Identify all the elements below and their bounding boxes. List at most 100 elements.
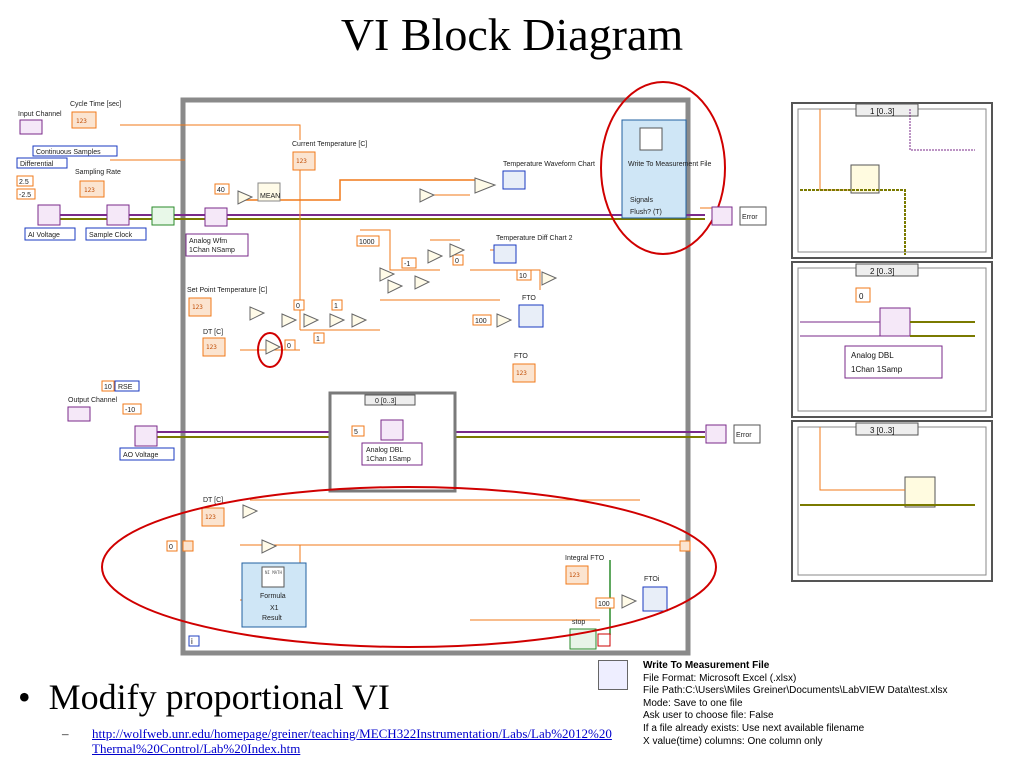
subtract-node-2[interactable]: [249, 306, 266, 321]
daqmx-read-node[interactable]: [204, 207, 228, 227]
sequence-frame-3-selector[interactable]: [855, 422, 919, 436]
sequence-frame-1-selector[interactable]: [855, 103, 919, 117]
multiply-node-b[interactable]: [387, 279, 404, 294]
analog-wfm-selector[interactable]: Analog Wfm 1Chan NSamp: [185, 233, 249, 257]
waveform-chart-terminal[interactable]: [502, 170, 526, 190]
continuous-samples-ring[interactable]: Continuous Samples: [32, 145, 118, 157]
daqmx-create-ao-node[interactable]: [134, 425, 158, 447]
daqmx-clear-node[interactable]: [711, 206, 733, 226]
scale-node[interactable]: [541, 271, 558, 286]
analog-dbl-2-box[interactable]: [844, 345, 943, 379]
vmin-box[interactable]: [16, 188, 36, 200]
shift-register-right[interactable]: [679, 540, 691, 552]
multiply-node-a[interactable]: [379, 267, 396, 282]
fto-chart[interactable]: FTO: [518, 295, 544, 328]
const-0d[interactable]: 0: [166, 540, 178, 552]
min-node-b[interactable]: [351, 313, 368, 328]
const-1a-box[interactable]: [331, 299, 343, 311]
inner-sequence[interactable]: 0 [0..3] 5 Analog DBL 1Chan 1Samp: [328, 391, 457, 493]
dt2-control[interactable]: DT [C] 123: [201, 497, 225, 527]
wait-timer-1[interactable]: [850, 164, 880, 194]
integral-gain-node[interactable]: [261, 539, 278, 554]
const-100b-box[interactable]: [595, 597, 615, 609]
const-0e-box[interactable]: [855, 287, 871, 303]
signals-terminal[interactable]: Signals: [630, 197, 653, 204]
inner-sequence-selector[interactable]: [364, 394, 416, 406]
set-point-temperature-control[interactable]: Set Point Temperature [C] 123: [187, 287, 267, 317]
shift-register-left[interactable]: [182, 540, 194, 552]
fto-node[interactable]: [496, 313, 513, 328]
analog-dbl-box[interactable]: [361, 442, 423, 466]
set-point-terminal[interactable]: [188, 297, 212, 317]
const-1000[interactable]: 1000: [356, 235, 380, 247]
sample-clock-box[interactable]: [85, 227, 147, 241]
sequence-frame-1[interactable]: 1 [0..3]: [791, 102, 993, 259]
cycle-time-terminal[interactable]: [71, 111, 97, 129]
sampling-rate-control[interactable]: Sampling Rate 123: [75, 169, 121, 198]
current-temperature-terminal[interactable]: [292, 151, 316, 171]
cycle-time-control[interactable]: Cycle Time [sec] 123: [70, 101, 121, 129]
integral-fto-indicator[interactable]: Integral FTO 123: [565, 555, 605, 585]
const-10a[interactable]: 10: [516, 269, 532, 281]
sample-clock-selector[interactable]: Sample Clock: [85, 227, 147, 241]
loop-condition-terminal[interactable]: [597, 633, 611, 647]
const-neg1[interactable]: -1: [401, 257, 417, 269]
fto-chart-terminal[interactable]: [518, 304, 544, 328]
mean-input-node[interactable]: [237, 190, 254, 205]
daqmx-start-node[interactable]: [151, 206, 175, 226]
ftoi-chart-terminal[interactable]: [642, 586, 668, 612]
write-measurement-file[interactable]: Write To Measurement File Signals Flush?…: [621, 119, 711, 219]
daqmx-write-node[interactable]: [380, 419, 404, 441]
output-channel-terminal[interactable]: [67, 406, 91, 422]
sampling-rate-terminal[interactable]: [79, 180, 105, 198]
output-config[interactable]: 10 RSE Output Channel -10 AO Voltage: [67, 380, 175, 461]
build-array-node[interactable]: [474, 177, 497, 194]
const-0a[interactable]: 0: [452, 254, 464, 266]
multiply-node-c[interactable]: [414, 275, 431, 290]
daqmx-create-channel-node[interactable]: [37, 204, 61, 226]
daqmx-write-node-2[interactable]: [879, 307, 911, 337]
ai-voltage-box[interactable]: [24, 227, 76, 241]
ao-voltage-box[interactable]: [119, 447, 175, 461]
formula-x1-terminal[interactable]: X1: [270, 605, 279, 612]
sequence-frame-2-selector[interactable]: [855, 263, 919, 277]
add-node[interactable]: [427, 249, 444, 264]
formula-result-terminal[interactable]: Result: [262, 615, 282, 622]
const-1b-box[interactable]: [313, 332, 325, 344]
max-node-a[interactable]: [303, 313, 320, 328]
input-channel-control[interactable]: Input Channel: [18, 111, 62, 135]
compare-node[interactable]: [449, 243, 466, 258]
multiply-node-2[interactable]: [281, 313, 298, 328]
const-10b-box[interactable]: [101, 380, 115, 392]
mean-box[interactable]: [257, 182, 281, 202]
integral-add-node[interactable]: [242, 504, 259, 519]
const-40-box[interactable]: [214, 183, 230, 195]
error-handler-node[interactable]: [739, 206, 767, 226]
ftoi-node[interactable]: [621, 594, 638, 609]
ai-voltage-selector[interactable]: AI Voltage: [24, 227, 76, 241]
fto-indicator[interactable]: FTO 123: [512, 353, 536, 383]
differential-ring[interactable]: Differential: [16, 157, 68, 169]
const-0a-box[interactable]: [452, 254, 464, 266]
small-constants[interactable]: 0 1 1 0: [284, 299, 343, 351]
input-channel-terminal[interactable]: [19, 119, 43, 135]
const-5-box[interactable]: [351, 425, 365, 437]
const-neg1-box[interactable]: [401, 257, 417, 269]
diff-chart-terminal[interactable]: [493, 244, 517, 264]
daqmx-clear-ao-node[interactable]: [705, 424, 727, 444]
const-0b-box[interactable]: [293, 299, 305, 311]
const-1000-box[interactable]: [356, 235, 380, 247]
rse-box[interactable]: [114, 380, 140, 392]
dt2-terminal[interactable]: [201, 507, 225, 527]
subtract-node[interactable]: [419, 188, 436, 203]
const-10a-box[interactable]: [516, 269, 532, 281]
const-100b[interactable]: 100: [595, 597, 615, 609]
dt-control[interactable]: DT [C] 123: [202, 329, 226, 357]
sequence-frame-3[interactable]: 3 [0..3]: [791, 420, 993, 582]
fto-indicator-terminal[interactable]: [512, 363, 536, 383]
error-handler-ao-node[interactable]: [733, 424, 761, 444]
const-neg10-box[interactable]: [122, 403, 142, 415]
integral-fto-terminal[interactable]: [565, 565, 589, 585]
voltage-range-constants[interactable]: 2.5 -2.5: [16, 175, 36, 200]
ftoi-chart[interactable]: FTOi: [642, 576, 668, 612]
